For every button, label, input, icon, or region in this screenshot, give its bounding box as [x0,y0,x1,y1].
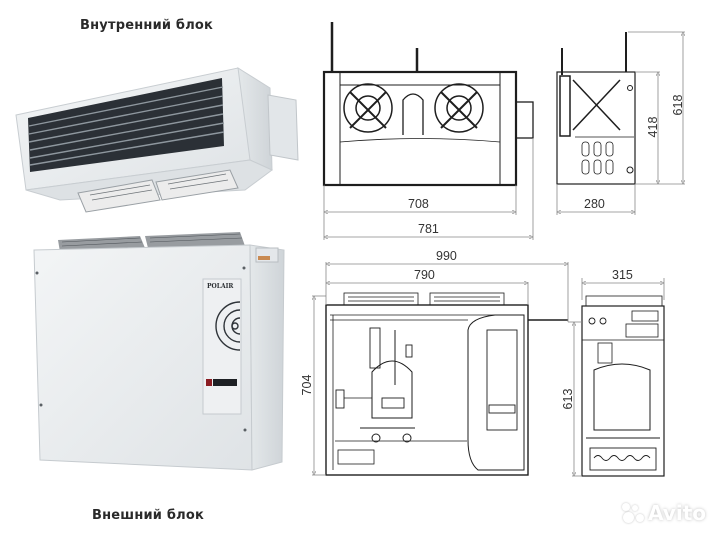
dim-outdoor-height: 704 [300,374,314,396]
outdoor-unit-label: Внешний блок [92,508,204,523]
avito-logo-icon [622,503,645,523]
indoor-front-view-drawing [322,22,534,240]
indoor-unit-photo [15,67,299,213]
outdoor-front-view-drawing [312,262,569,476]
dim-indoor-depth: 280 [584,197,605,211]
outdoor-side-view-drawing [568,278,665,477]
indoor-unit-label: Внутренний блок [80,18,214,33]
dim-outdoor-side-height: 613 [561,388,575,410]
dim-outdoor-depth: 315 [612,268,633,282]
dim-outdoor-body-width: 790 [414,268,435,282]
indoor-side-view-drawing [556,31,685,215]
dim-indoor-overall-width: 781 [418,222,439,236]
dim-indoor-body-height: 418 [646,116,660,138]
dim-indoor-overall-height: 618 [671,94,685,116]
dim-indoor-inner-width: 708 [408,197,429,211]
outdoor-unit-photo [33,232,285,471]
avito-watermark: Avito [622,501,706,525]
brand-badge: POLAIR [207,283,234,290]
avito-wordmark: Avito [648,501,706,525]
dim-outdoor-overall-width: 990 [436,249,457,263]
